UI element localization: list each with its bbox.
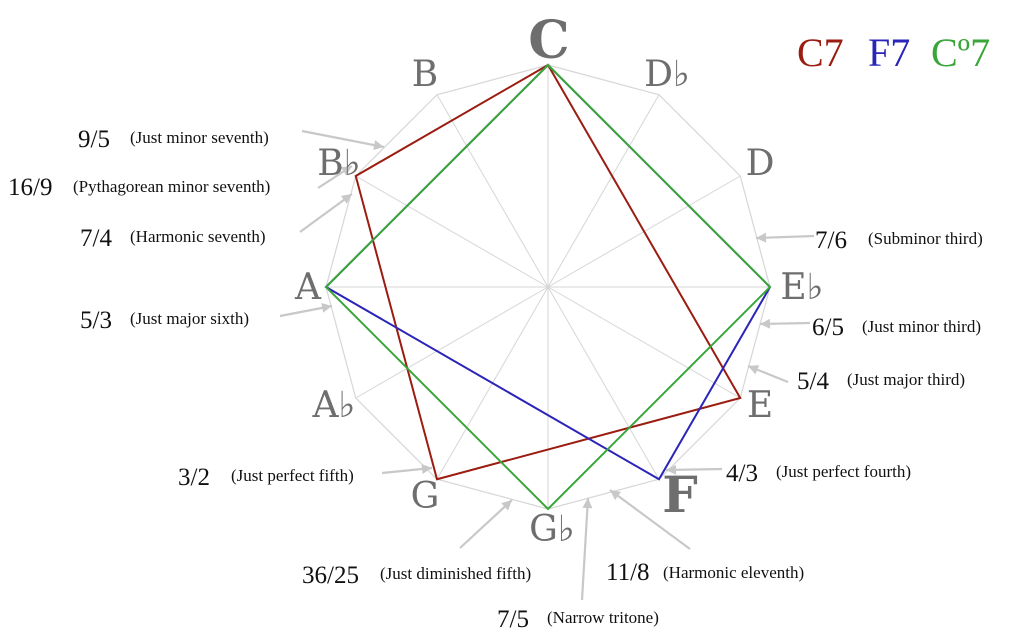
interval-ratio: 5/4 [797, 368, 829, 395]
legend-item-f7: F7 [868, 30, 910, 75]
interval-description: (Pythagorean minor seventh) [73, 177, 270, 196]
interval-description: (Subminor third) [868, 229, 983, 248]
interval-description: (Just perfect fifth) [231, 466, 354, 485]
annotation-16-9: 16/9 (Pythagorean minor seventh) [8, 174, 270, 201]
interval-ratio: 11/8 [606, 559, 650, 586]
annotation-arrow-line [580, 497, 590, 601]
interval-ratio: 5/3 [80, 307, 112, 334]
legend-item-co7: Cº7 [931, 30, 990, 75]
arrowhead-icon [756, 232, 767, 243]
note-label-f: F [662, 465, 698, 524]
annotation-3-2: 3/2 (Just perfect fifth) [178, 464, 354, 491]
annotation-arrow-line [299, 193, 353, 233]
note-label-e: E [747, 385, 773, 426]
interval-ratio: 36/25 [302, 562, 359, 589]
chord-polygons [324, 63, 772, 511]
arrowhead-icon [340, 194, 352, 204]
annotation-arrow-line [301, 129, 385, 149]
chord-legend: C7 F7 Cº7 [797, 30, 990, 75]
arrowhead-icon [373, 140, 384, 150]
note-label-c: C [528, 10, 569, 71]
spoke-ab [355, 286, 549, 399]
arrowhead-icon [501, 500, 512, 511]
annotation-arrow-line [459, 499, 513, 549]
interval-description: (Just diminished fifth) [380, 564, 531, 583]
chord-co7-polygon [324, 63, 772, 511]
interval-description: (Narrow tritone) [547, 608, 659, 627]
interval-description: (Harmonic seventh) [130, 227, 265, 246]
annotation-arrows [279, 129, 815, 601]
note-label-gb: G♭ [529, 509, 575, 550]
spoke-bb [355, 175, 549, 288]
interval-ratio: 16/9 [8, 174, 52, 201]
interval-ratio: 7/4 [80, 225, 112, 252]
note-label-b: B [412, 54, 438, 95]
interval-description: (Just major sixth) [130, 309, 249, 328]
note-labels: C D♭ D E♭ E F G♭ G A♭ A B♭ B [294, 10, 824, 550]
interval-description: (Harmonic eleventh) [663, 563, 804, 582]
annotation-7-5: 7/5 (Narrow tritone) [497, 606, 659, 633]
interval-description: (Just perfect fourth) [776, 462, 911, 481]
note-label-a: A [294, 267, 322, 308]
interval-description: (Just major third) [847, 370, 965, 389]
spoke-e [547, 286, 741, 399]
spoke-f [547, 286, 660, 480]
dodecagon-grid [325, 64, 771, 510]
annotation-5-4: 5/4 (Just major third) [797, 368, 965, 395]
note-label-ab: A♭ [312, 385, 356, 426]
interval-description: (Just minor third) [862, 317, 981, 336]
annotation-5-3: 5/3 (Just major sixth) [80, 307, 249, 334]
spoke-db [547, 94, 660, 288]
arrowhead-icon [321, 302, 332, 313]
annotation-7-6: 7/6 (Subminor third) [815, 227, 983, 254]
interval-ratio: 9/5 [78, 126, 110, 153]
arrowhead-icon [666, 464, 677, 475]
arrowhead-icon [748, 365, 760, 375]
interval-ratio: 7/5 [497, 606, 529, 633]
note-label-g: G [411, 476, 440, 517]
note-label-bb: B♭ [317, 143, 360, 184]
note-label-db: D♭ [644, 54, 690, 95]
annotation-6-5: 6/5 (Just minor third) [812, 314, 981, 341]
annotation-4-3: 4/3 (Just perfect fourth) [726, 460, 911, 487]
annotation-11-8: 11/8 (Harmonic eleventh) [606, 559, 804, 586]
arrowhead-icon [340, 166, 352, 176]
note-label-d: D [746, 143, 775, 184]
interval-description: (Just minor seventh) [130, 128, 269, 147]
annotation-9-5: 9/5 (Just minor seventh) [78, 126, 269, 153]
arrowhead-icon [421, 464, 432, 474]
arrowhead-icon [582, 498, 593, 509]
annotation-arrow-line [609, 489, 691, 550]
annotation-7-4: 7/4 (Harmonic seventh) [80, 225, 265, 252]
arrowhead-icon [610, 490, 622, 500]
interval-ratio: 6/5 [812, 314, 844, 341]
chord-c7-polygon [354, 63, 742, 481]
arrowhead-icon [760, 318, 771, 329]
spoke-b [436, 94, 549, 288]
interval-annotations: 9/5 (Just minor seventh) 16/9 (Pythagorean … [8, 126, 983, 633]
note-label-eb: E♭ [780, 267, 823, 308]
legend-item-c7: C7 [797, 30, 844, 75]
annotation-36-25: 36/25 (Just diminished fifth) [302, 562, 531, 589]
interval-ratio: 4/3 [726, 460, 758, 487]
interval-ratio: 3/2 [178, 464, 210, 491]
interval-ratio: 7/6 [815, 227, 847, 254]
